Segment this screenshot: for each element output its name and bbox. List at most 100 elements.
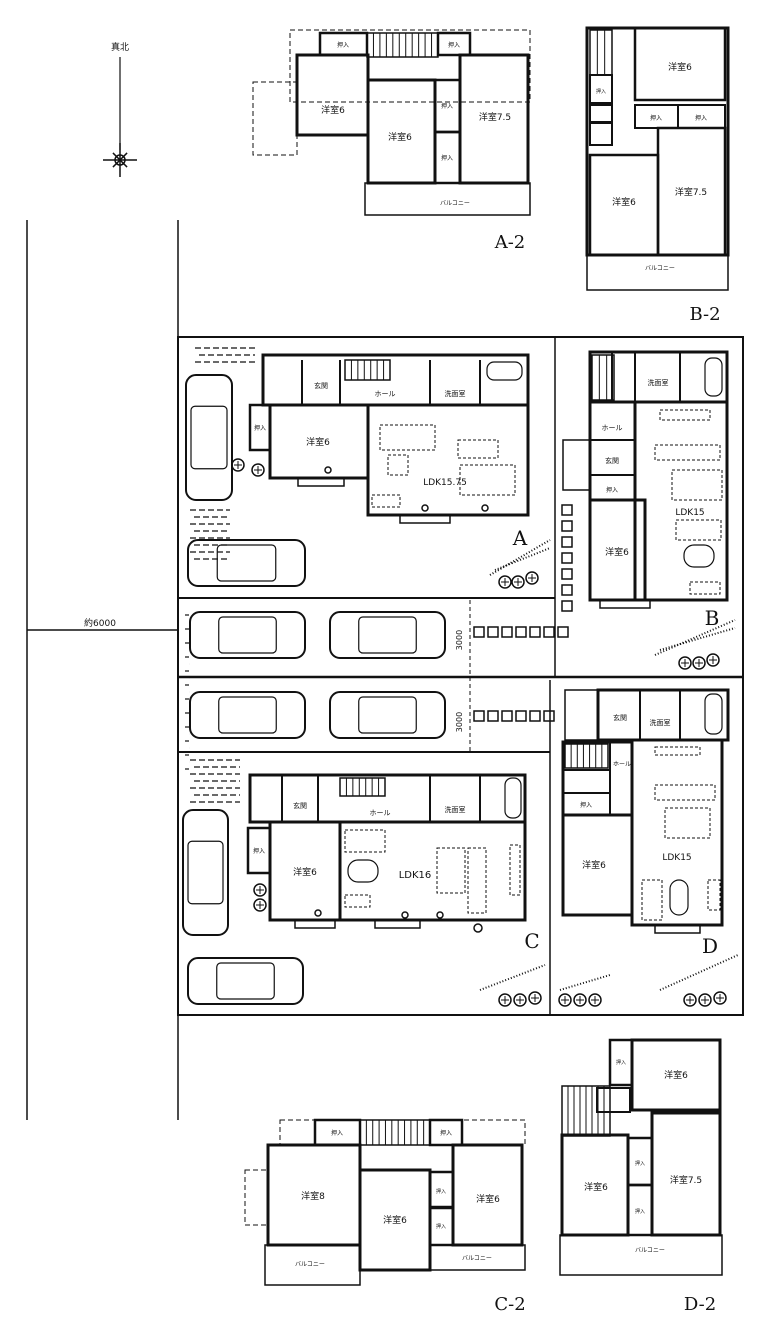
room-label-closet: 押入 [436,1188,446,1195]
furniture-outline [436,847,466,894]
shrub-icon [588,993,602,1007]
room-label-closet: 押入 [596,88,606,95]
outlet-icon [421,504,429,512]
stepping-stone [561,536,573,548]
stepping-stone [529,710,541,722]
stepping-stone [561,520,573,532]
room-label-closet: 押入 [441,102,453,110]
window [297,477,345,487]
bathtub-icon [504,777,522,819]
shrub-icon-detail [256,886,264,894]
lot-label-a: A [512,526,528,550]
lot-label-b: B [705,606,720,630]
shrub-icon [525,571,539,585]
shrub-icon-detail [709,656,717,664]
driveway-width-label: 3000 [455,630,464,650]
floor-label-b2: B-2 [689,304,720,325]
room-label-entrance: 玄関 [605,456,619,465]
shrub-icon [498,575,512,589]
shrub-icon-detail [701,996,709,1004]
shrub-icon [678,656,692,670]
car-icon-cabin [216,962,275,1000]
floor-label-c2: C-2 [494,1294,525,1315]
shrub-icon-detail [576,996,584,1004]
car-icon [329,611,446,659]
furniture-outline [689,581,721,595]
outlet-icon [324,466,332,474]
shrub-icon [253,898,267,912]
furniture-outline [654,444,721,461]
driveway-width-label: 3000 [455,712,464,732]
furniture-outline [675,519,722,541]
stairs-c2 [359,1119,431,1146]
room-label-closet: 押入 [448,41,460,49]
house-c-closet-block [246,826,272,875]
stepping-stone [487,710,499,722]
shrub-icon-detail [254,466,262,474]
car-icon-cabin [358,696,417,734]
stairs-b [591,354,615,401]
outlet-icon [401,911,409,919]
furniture-outline [654,784,716,801]
window [599,599,651,609]
furniture-outline [509,844,521,896]
stairs-a2 [366,32,439,58]
car-icon [329,691,446,739]
shrub-icon [558,993,572,1007]
stepping-stone [473,626,485,638]
table-icon [683,544,715,568]
house-d-stair-block [561,740,634,817]
room-label-closet: 押入 [440,1129,452,1137]
road-width-label: 約6000 [84,617,116,629]
table-icon [347,859,379,883]
house-a-closet-block [248,403,272,452]
room-label-closet: 押入 [635,1208,645,1215]
room-label-closet: 押入 [436,1223,446,1230]
house-b-hall-block [588,400,637,502]
floor-label-d2: D-2 [684,1294,716,1315]
lot-label-c: C [524,929,539,953]
room-label-closet: 押入 [441,154,453,162]
shrub-icon [698,993,712,1007]
shrub-icon [251,463,265,477]
room-label-closet: 押入 [635,1160,645,1167]
room-label-washroom: 洗面室 [648,378,669,387]
room-label: 洋室6 [584,1181,608,1193]
shrub-icon-detail [501,996,509,1004]
furniture-outline [707,879,721,911]
window [374,919,421,929]
car-icon [185,374,233,501]
room-label-washroom: 洗面室 [650,718,671,727]
table-icon [669,879,689,916]
shrub-icon-detail [686,996,694,1004]
b2-room-top [633,26,727,102]
d2-room-right [650,1111,722,1237]
furniture-outline [344,829,386,853]
a2-room-mid [366,78,437,185]
stairs-a [344,359,391,381]
shrub-icon [706,653,720,667]
b2-balcony [586,254,729,291]
room-label: 洋室7.5 [479,111,511,123]
room-label-bedroom: 洋室6 [605,546,629,558]
a2-outline-dashed [289,29,531,103]
car-icon-cabin [358,616,417,654]
furniture-outline [467,847,487,914]
outlet-icon [481,504,489,512]
car-icon [187,539,306,587]
d2-toilet [596,1087,631,1113]
outlet-icon [436,911,444,919]
stepping-stone [561,568,573,580]
window [654,924,701,934]
house-c-ldk-block [338,820,527,922]
shrub-icon-detail [695,659,703,667]
stepping-stone [515,710,527,722]
room-label-closet: 押入 [337,41,349,49]
stepping-stone [543,626,555,638]
car-icon-cabin [187,840,224,905]
room-label-bedroom: 洋室6 [306,436,330,448]
a2-balcony [364,182,531,216]
stairs-d [564,743,609,769]
furniture-outline [387,454,409,476]
stepping-stone [529,626,541,638]
